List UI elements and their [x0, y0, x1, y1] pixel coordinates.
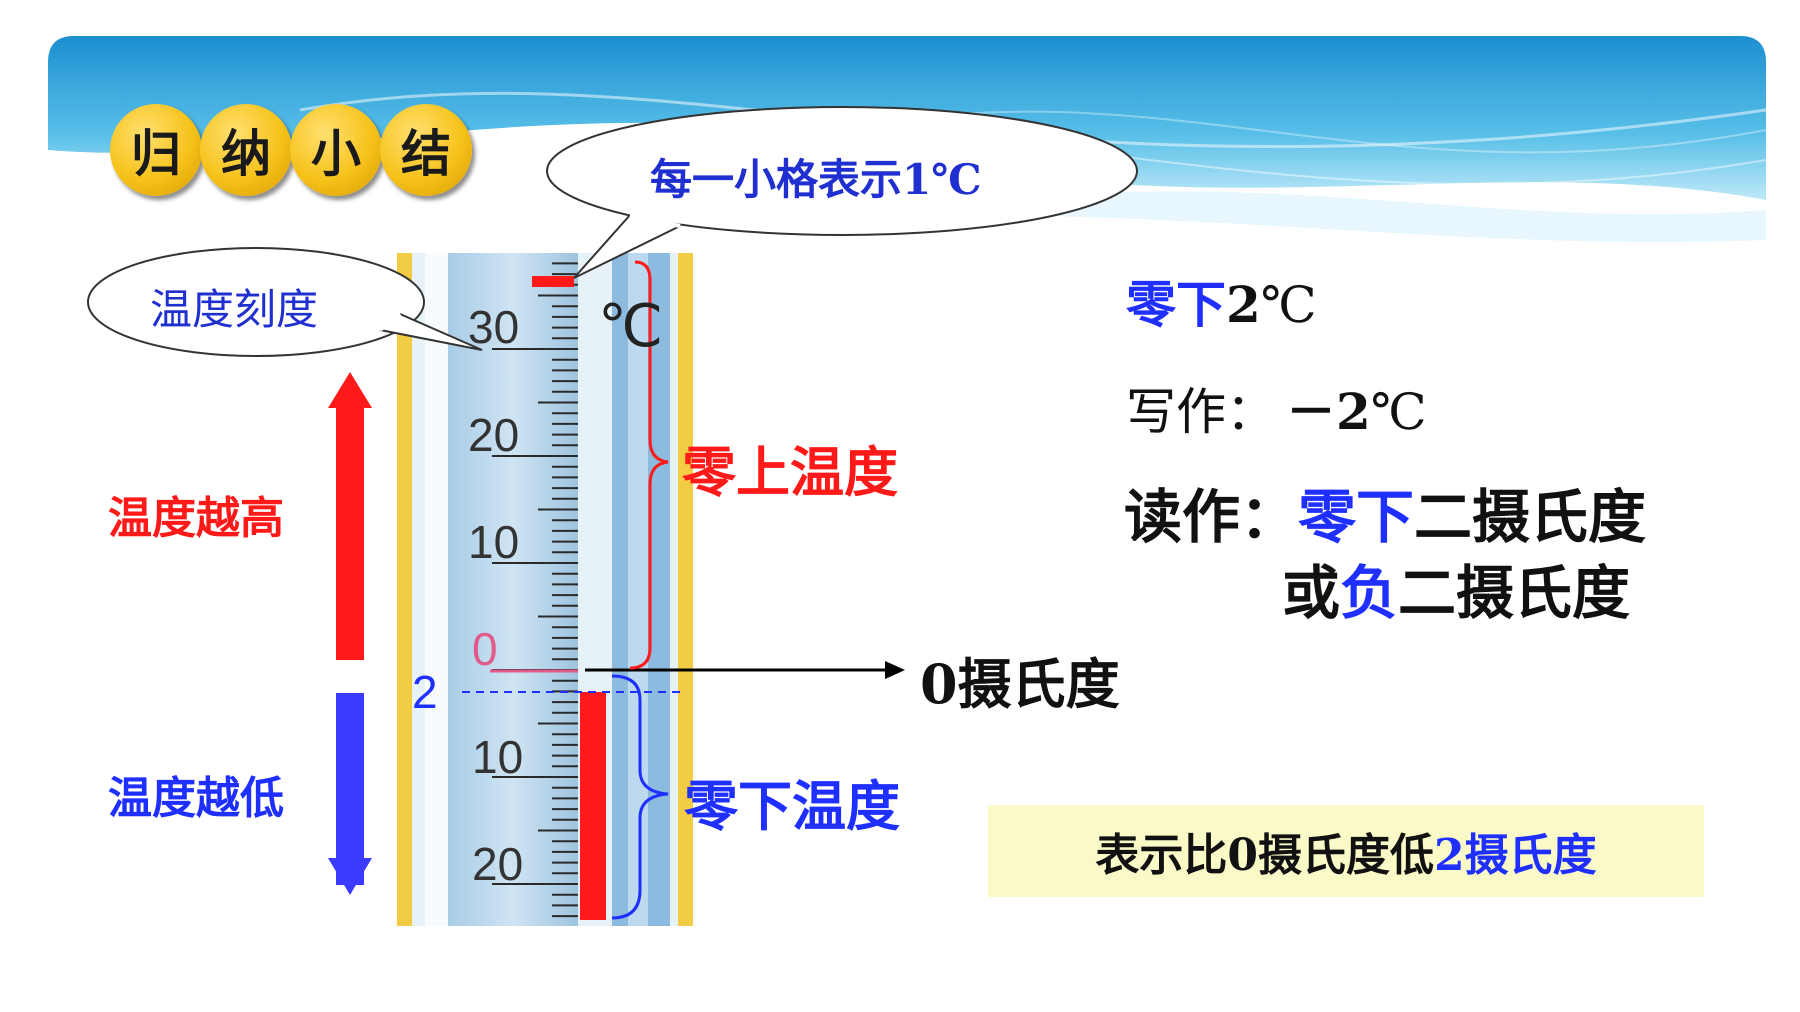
example-line-1-unit: ℃: [1260, 276, 1317, 334]
title-char-1: 归: [110, 104, 202, 196]
example-line-3-rest: 二摄氏度: [1414, 483, 1647, 551]
temperature-lower-label: 温度越低: [108, 773, 284, 824]
example-line-2-prefix: 写作：: [1126, 383, 1276, 441]
title-char-3: 小: [290, 104, 382, 196]
thermometer-unit: ℃: [598, 294, 664, 359]
example-line-2: 写作：－2℃: [1126, 372, 1427, 444]
temperature-higher-label: 温度越高: [108, 493, 284, 544]
example-line-3-highlight: 零下: [1298, 483, 1415, 551]
tick-label-30: 30: [468, 301, 520, 353]
title-char-2: 纳: [200, 104, 292, 196]
tick-label-10-upper: 10: [468, 516, 520, 568]
title-char-4: 结: [380, 104, 472, 196]
example-line-2-value: －2: [1286, 382, 1371, 441]
below-zero-label: 零下温度: [684, 775, 900, 838]
scale-unit-callout: 每一小格表示1℃: [650, 155, 982, 204]
example-line-3-prefix: 读作：: [1124, 483, 1299, 551]
example-line-1-prefix: 零下: [1126, 275, 1226, 334]
zero-pointer-label: 0摄氏度: [920, 652, 1120, 716]
tick-label-20-upper: 20: [468, 409, 520, 461]
tick-label-20-lower: 20: [472, 838, 524, 890]
example-line-2-unit: ℃: [1370, 383, 1427, 441]
scale-label-callout: 温度刻度: [150, 285, 319, 334]
example-line-4: 或负二摄氏度: [1282, 546, 1630, 630]
example-line-4-start: 或: [1282, 559, 1341, 627]
example-line-4-rest: 二摄氏度: [1398, 559, 1631, 627]
example-line-4-highlight: 负: [1340, 559, 1399, 627]
example-line-1: 零下2℃: [1126, 265, 1317, 337]
tick-label-0: 0: [472, 623, 498, 675]
summary-highlight: 2摄氏度: [1434, 830, 1597, 881]
above-zero-label: 零上温度: [682, 441, 898, 504]
example-line-3: 读作：零下二摄氏度: [1124, 470, 1646, 554]
summary-text: 表示比0摄氏度低: [1095, 830, 1434, 881]
example-line-1-value: 2: [1226, 275, 1261, 334]
marker-value-label: 2: [412, 666, 438, 718]
tick-label-10-lower: 10: [472, 731, 524, 783]
